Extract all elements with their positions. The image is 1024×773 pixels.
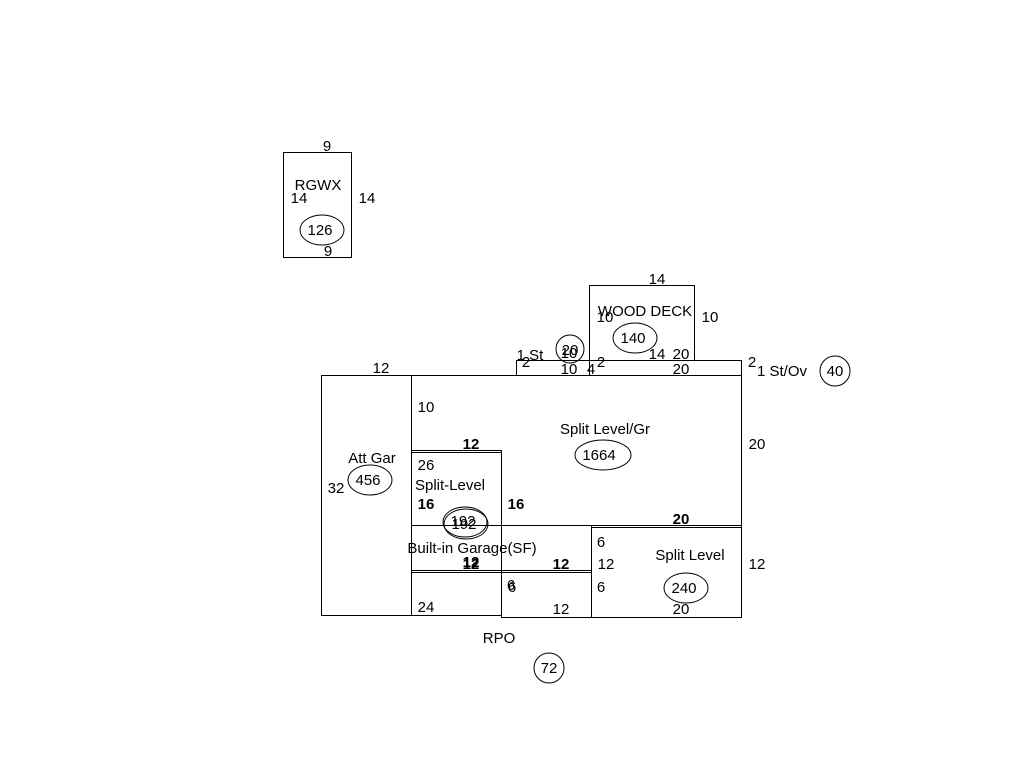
split-level-right-section: 20 6 Split Level 12 12 6 240 20 — [591, 511, 766, 618]
rgwx-section: 9 RGWX 14 14 126 9 — [283, 138, 376, 260]
rpo-section: 12 6 6 12 RPO 72 — [483, 556, 592, 684]
first-story-dim-left: 2 — [522, 354, 530, 371]
overhang-area-circle — [819, 355, 851, 387]
wood-deck-dim-bottom-b: 20 — [673, 346, 690, 363]
att-gar-dim-left: 32 — [328, 480, 345, 497]
split-level-gr-label: Split Level/Gr — [560, 421, 650, 438]
rpo-area: 72 — [541, 660, 558, 677]
first-story-section: 1 St 2 20 10 10 2 4 20 2 1 St/Ov 40 — [516, 334, 851, 387]
first-story-label: 1 St — [517, 347, 545, 364]
split-level-upper-section: 12 Split-Level 16 16 192 192 Built-in Ga… — [407, 436, 537, 573]
split-level-right-dim-left-a: 6 — [597, 534, 605, 551]
split-level-right-area: 240 — [671, 580, 696, 597]
split-level-gr-dim-right: 20 — [749, 436, 766, 453]
rpo-dim-left-b: 6 — [508, 579, 516, 596]
split-level-upper-dim-left: 16 — [418, 496, 435, 513]
overhang-dim-bottom: 20 — [673, 361, 690, 378]
split-level-upper-dim-top: 12 — [463, 436, 480, 453]
split-level-upper-dim-right: 16 — [508, 496, 525, 513]
first-story-outline — [516, 360, 742, 376]
wood-deck-area: 140 — [620, 330, 645, 347]
split-level-right-label: Split Level — [655, 547, 724, 564]
rpo-dim-left: 6 — [507, 577, 515, 594]
att-gar-area: 456 — [355, 472, 380, 489]
split-level-gr-section: 10 Split Level/Gr 1664 20 — [411, 375, 766, 526]
rpo-area-circle — [533, 652, 565, 684]
wood-deck-dim-bottom-a: 14 — [649, 346, 666, 363]
att-gar-dim-top: 12 — [373, 360, 390, 377]
rpo-outline — [501, 570, 592, 618]
builtin-garage-outline — [411, 452, 502, 573]
rgwx-label: RGWX — [295, 177, 342, 194]
wood-deck-label: WOOD DECK — [598, 303, 692, 320]
first-story-dim-top: 10 — [561, 345, 578, 362]
first-story-area-circle — [555, 334, 585, 364]
first-story-dim-right: 2 — [597, 354, 605, 371]
builtin-garage-area-oval — [443, 508, 489, 540]
split-level-right-dim-left-c: 6 — [597, 579, 605, 596]
overhang-area: 40 — [827, 363, 844, 380]
builtin-garage-area: 192 — [451, 516, 476, 533]
builtin-garage-dim-bottom: 12 — [463, 556, 480, 573]
wood-deck-area-oval — [612, 322, 658, 354]
att-gar-dim-inner: 26 — [418, 457, 435, 474]
split-level-right-dim-top: 20 — [673, 511, 690, 528]
split-level-upper-dim-bottom: 12 — [463, 554, 480, 571]
overhang-dim-left: 4 — [587, 361, 595, 378]
rgwx-dim-top: 9 — [323, 138, 331, 155]
split-level-upper-area: 192 — [450, 513, 475, 530]
split-level-right-dim-bottom: 20 — [673, 601, 690, 618]
att-gar-dim-bottom: 24 — [418, 599, 435, 616]
rgwx-area: 126 — [307, 222, 332, 239]
split-level-gr-dim-inner-left: 10 — [418, 399, 435, 416]
first-story-dim-bottom: 10 — [561, 361, 578, 378]
split-level-gr-area-oval — [574, 439, 632, 471]
rgwx-dim-bottom: 9 — [324, 243, 332, 260]
att-gar-section: 12 Att Gar 456 32 26 24 — [321, 360, 502, 616]
rgwx-dim-right: 14 — [359, 190, 376, 207]
overhang-dim-right: 2 — [748, 354, 756, 371]
rpo-label: RPO — [483, 630, 516, 647]
rpo-dim-bottom: 12 — [553, 601, 570, 618]
rpo-dim-top: 12 — [553, 556, 570, 573]
overhang-label: 1 St/Ov — [757, 363, 808, 380]
wood-deck-dim-right: 10 — [702, 309, 719, 326]
split-level-upper-area-oval — [442, 506, 488, 538]
split-level-upper-label: Split-Level — [415, 477, 485, 494]
wood-deck-section: 14 WOOD DECK 10 10 140 14 20 — [589, 271, 719, 363]
wood-deck-dim-left: 10 — [597, 309, 614, 326]
wood-deck-dim-top: 14 — [649, 271, 666, 288]
split-level-right-area-oval — [663, 572, 709, 604]
builtin-garage-label: Built-in Garage(SF) — [407, 540, 536, 557]
first-story-area: 20 — [562, 342, 579, 359]
split-level-right-dim-left-b: 12 — [598, 556, 615, 573]
split-level-right-dim-right: 12 — [749, 556, 766, 573]
rgwx-outline — [283, 152, 352, 258]
att-gar-label: Att Gar — [348, 450, 396, 467]
rgwx-area-oval — [299, 214, 345, 246]
att-gar-area-oval — [347, 464, 393, 496]
split-level-gr-area: 1664 — [582, 447, 615, 464]
rgwx-dim-left: 14 — [291, 190, 308, 207]
